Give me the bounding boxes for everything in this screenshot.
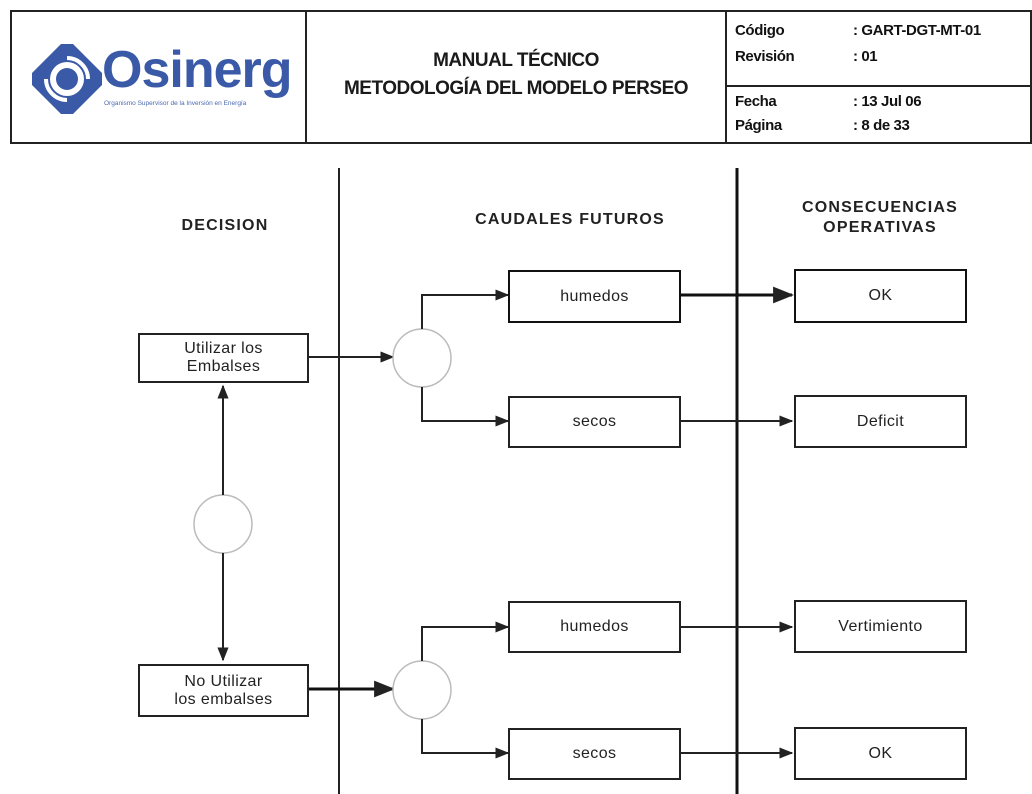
- osinerg-logo: Osinerg Organismo Supervisor de la Inver…: [32, 42, 294, 116]
- outcome-box-deficit: Deficit: [794, 395, 967, 448]
- logo-tagline: Organismo Supervisor de la Inversión en …: [104, 100, 247, 107]
- document-header: Osinerg Organismo Supervisor de la Inver…: [10, 10, 1032, 144]
- column-heading-decision: DECISION: [181, 217, 269, 234]
- decision-node: [193, 494, 253, 554]
- document-title-line2: METODOLOGÍA DEL MODELO PERSEO: [343, 78, 689, 99]
- decision-utilizar-line2: Embalses: [186, 358, 261, 375]
- flow-box-secos-2: secos: [508, 728, 681, 780]
- chance-node-upper: [392, 328, 452, 388]
- outcome-box-ok-1: OK: [794, 269, 967, 323]
- codigo-label: Código: [735, 22, 785, 39]
- column-heading-consecuencias-line1: CONSECUENCIAS: [801, 199, 959, 216]
- logo-emblem-icon: [32, 44, 102, 114]
- column-heading-caudales: CAUDALES FUTUROS: [475, 211, 665, 228]
- title-cell: MANUAL TÉCNICO METODOLOGÍA DEL MODELO PE…: [305, 10, 727, 144]
- revision-label: Revisión: [735, 48, 795, 65]
- decision-utilizar-line1: Utilizar los: [184, 340, 263, 357]
- document-title-line1: MANUAL TÉCNICO: [433, 50, 599, 71]
- decision-box-no-utilizar: No Utilizar los embalses: [138, 664, 309, 717]
- decision-box-utilizar: Utilizar los Embalses: [138, 333, 309, 383]
- pagina-label: Página: [735, 117, 782, 134]
- connector-to-humedos-2: [421, 621, 510, 661]
- column-heading-consecuencias-line2: OPERATIVAS: [823, 219, 937, 236]
- pagina-value: : 8 de 33: [853, 117, 910, 134]
- flow-box-secos-1: secos: [508, 396, 681, 448]
- logo-wordmark: Osinerg: [102, 41, 292, 99]
- connector-to-secos-2: [421, 719, 510, 759]
- decision-no-utilizar-line2: los embalses: [174, 690, 273, 708]
- decision-no-utilizar-line1: No Utilizar: [184, 672, 263, 690]
- chance-node-lower: [392, 660, 452, 720]
- fecha-label: Fecha: [735, 93, 777, 110]
- fecha-value: : 13 Jul 06: [853, 93, 922, 110]
- codigo-value: : GART-DGT-MT-01: [853, 22, 981, 39]
- revision-value: : 01: [853, 48, 878, 65]
- connector-to-secos-1: [421, 387, 510, 427]
- meta-cell-bottom: Fecha : 13 Jul 06 Página : 8 de 33: [725, 85, 1032, 144]
- outcome-box-vertimiento: Vertimiento: [794, 600, 967, 653]
- connector-to-humedos-1: [421, 289, 510, 329]
- flow-box-humedos-1: humedos: [508, 270, 681, 323]
- outcome-box-ok-2: OK: [794, 727, 967, 780]
- logo-cell: Osinerg Organismo Supervisor de la Inver…: [10, 10, 307, 144]
- flow-box-humedos-2: humedos: [508, 601, 681, 653]
